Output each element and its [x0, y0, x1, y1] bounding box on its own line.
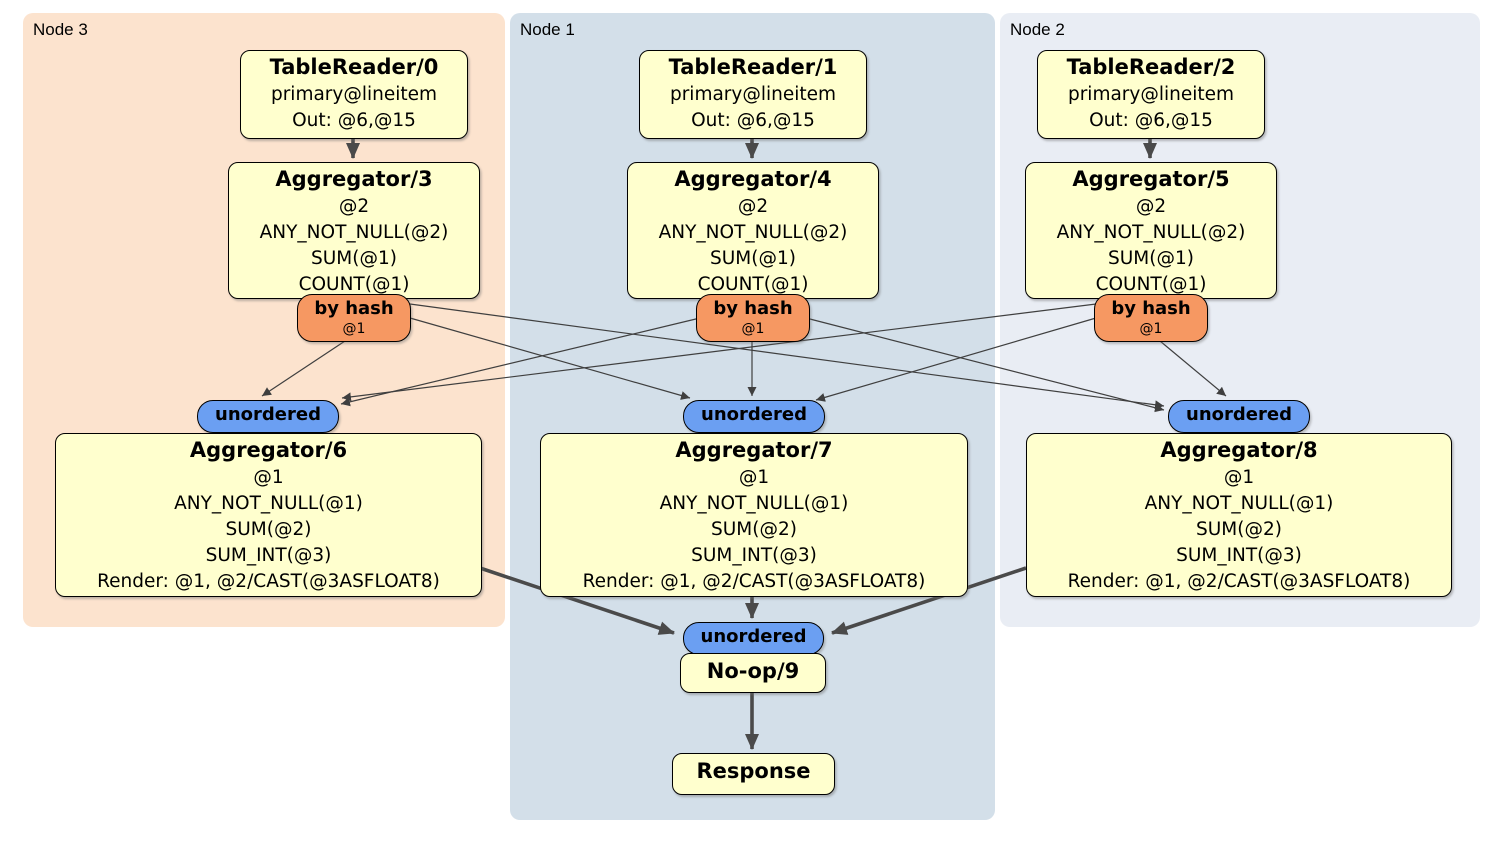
- operator-detail: SUM(@2): [225, 519, 312, 540]
- router-by-hash-1: by hash @1: [696, 294, 810, 342]
- router-label: by hash: [713, 298, 793, 319]
- operator-detail: ANY_NOT_NULL(@2): [1056, 222, 1246, 243]
- operator-detail: SUM(@2): [711, 519, 797, 540]
- operator-detail: SUM_INT(@3): [1176, 545, 1302, 566]
- router-label: by hash: [314, 298, 394, 319]
- edge-hash5-sync6: [341, 303, 1097, 402]
- operator-detail: primary@lineitem: [669, 84, 837, 105]
- edge-agg6-sync-final: [479, 566, 675, 635]
- operator-detail: @2: [737, 196, 769, 217]
- operator-detail: COUNT(@1): [697, 274, 809, 295]
- operator-title: Response: [696, 759, 811, 783]
- router-by-hash-0: by hash @1: [297, 294, 411, 342]
- operator-table-reader-1: TableReader/1 primary@lineitem Out: @6,@…: [639, 50, 867, 139]
- operator-detail: ANY_NOT_NULL(@1): [1144, 493, 1334, 514]
- operator-detail: SUM_INT(@3): [205, 545, 332, 566]
- operator-title: Aggregator/4: [674, 167, 832, 191]
- operator-detail: ANY_NOT_NULL(@1): [659, 493, 849, 514]
- operator-detail: Render: @1, @2/CAST(@3ASFLOAT8): [97, 571, 440, 592]
- router-key: @1: [342, 321, 366, 337]
- edge-agg8-sync-final: [831, 566, 1027, 635]
- operator-detail: ANY_NOT_NULL(@2): [259, 222, 449, 243]
- operator-detail: SUM(@1): [311, 248, 397, 269]
- operator-detail: @2: [1135, 196, 1167, 217]
- sync-unordered-1: unordered: [683, 400, 825, 433]
- operator-detail: Render: @1, @2/CAST(@3ASFLOAT8): [1067, 571, 1411, 592]
- operator-title: Aggregator/3: [275, 167, 433, 191]
- operator-noop-9: No-op/9: [680, 653, 826, 693]
- operator-response: Response: [672, 753, 835, 795]
- operator-detail: ANY_NOT_NULL(@1): [174, 493, 363, 514]
- operator-aggregator-8: Aggregator/8 @1 ANY_NOT_NULL(@1) SUM(@2)…: [1026, 433, 1452, 597]
- edge-hash5-sync7: [815, 317, 1097, 402]
- operator-title: Aggregator/5: [1072, 167, 1230, 191]
- sync-unordered-final: unordered: [683, 622, 824, 655]
- edge-hash5-sync8: [1159, 340, 1227, 397]
- router-label: by hash: [1111, 298, 1191, 319]
- operator-detail: Out: @6,@15: [1089, 110, 1213, 131]
- router-key: @1: [1139, 321, 1163, 337]
- sync-unordered-2: unordered: [1168, 400, 1310, 433]
- operator-detail: ANY_NOT_NULL(@2): [658, 222, 848, 243]
- operator-detail: COUNT(@1): [1095, 274, 1207, 295]
- operator-title: No-op/9: [706, 659, 800, 683]
- edge-hash3-sync8: [409, 303, 1165, 410]
- operator-detail: Out: @6,@15: [691, 110, 815, 131]
- operator-detail: COUNT(@1): [298, 274, 410, 295]
- router-by-hash-2: by hash @1: [1094, 294, 1208, 342]
- operator-title: Aggregator/6: [189, 438, 348, 462]
- region-label-node-1: Node 1: [520, 20, 575, 39]
- operator-detail: SUM_INT(@3): [691, 545, 817, 566]
- router-key: @1: [741, 321, 765, 337]
- operator-title: TableReader/2: [1066, 55, 1236, 79]
- operator-detail: primary@lineitem: [1067, 84, 1235, 105]
- operator-table-reader-2: TableReader/2 primary@lineitem Out: @6,@…: [1037, 50, 1265, 139]
- edge-hash4-sync8: [805, 317, 1165, 413]
- region-label-node-2: Node 2: [1010, 20, 1065, 39]
- operator-detail: @1: [253, 467, 284, 488]
- operator-title: TableReader/1: [668, 55, 838, 79]
- region-label-node-3: Node 3: [33, 20, 88, 39]
- operator-detail: Out: @6,@15: [292, 110, 416, 131]
- operator-title: Aggregator/8: [1160, 438, 1318, 462]
- edge-hash3-sync7: [409, 317, 691, 400]
- operator-detail: @1: [1223, 467, 1255, 488]
- operator-table-reader-0: TableReader/0 primary@lineitem Out: @6,@…: [240, 50, 468, 139]
- operator-title: Aggregator/7: [675, 438, 833, 462]
- operator-detail: SUM(@1): [1108, 248, 1194, 269]
- operator-aggregator-7: Aggregator/7 @1 ANY_NOT_NULL(@1) SUM(@2)…: [540, 433, 968, 597]
- operator-title: TableReader/0: [269, 55, 439, 79]
- edge-hash4-sync6: [340, 317, 701, 407]
- operator-aggregator-5: Aggregator/5 @2 ANY_NOT_NULL(@2) SUM(@1)…: [1025, 162, 1277, 299]
- operator-detail: SUM(@2): [1196, 519, 1282, 540]
- operator-detail: primary@lineitem: [270, 84, 438, 105]
- operator-detail: Render: @1, @2/CAST(@3ASFLOAT8): [582, 571, 926, 592]
- edge-hash3-sync6: [261, 340, 346, 397]
- operator-detail: @2: [338, 196, 370, 217]
- operator-detail: SUM(@1): [710, 248, 796, 269]
- operator-detail: @1: [738, 467, 770, 488]
- sync-unordered-0: unordered: [197, 400, 339, 433]
- operator-aggregator-4: Aggregator/4 @2 ANY_NOT_NULL(@2) SUM(@1)…: [627, 162, 879, 299]
- operator-aggregator-3: Aggregator/3 @2 ANY_NOT_NULL(@2) SUM(@1)…: [228, 162, 480, 299]
- operator-aggregator-6: Aggregator/6 @1 ANY_NOT_NULL(@1) SUM(@2)…: [55, 433, 482, 597]
